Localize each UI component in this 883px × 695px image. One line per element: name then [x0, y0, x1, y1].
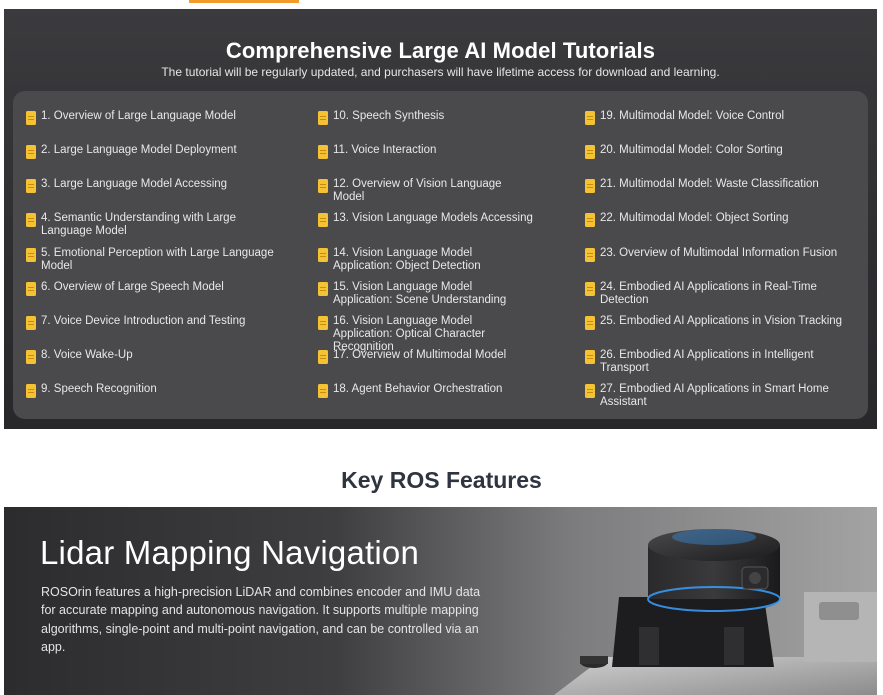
tutorial-item-label: 9. Speech Recognition	[41, 383, 157, 395]
tutorial-list-item: 5. Emotional Perception with Large Langu…	[26, 247, 286, 273]
tutorial-list-item: 10. Speech Synthesis	[318, 110, 533, 125]
document-icon	[585, 145, 595, 159]
tutorial-item-label: 11. Voice Interaction	[333, 144, 437, 156]
banner-title: Lidar Mapping Navigation	[40, 534, 420, 571]
tutorial-item-label: 15. Vision Language Model Application: S…	[333, 281, 507, 306]
tutorial-item-label: 16. Vision Language Model Application: O…	[333, 315, 486, 353]
tutorial-list-item: 8. Voice Wake-Up	[26, 349, 286, 364]
document-icon	[585, 282, 595, 296]
tutorial-list-item: 11. Voice Interaction	[318, 144, 533, 159]
tutorial-list-item: 19. Multimodal Model: Voice Control	[585, 110, 845, 125]
tutorial-item-label: 21. Multimodal Model: Waste Classificati…	[600, 178, 819, 190]
document-icon	[26, 213, 36, 227]
tutorial-item-label: 27. Embodied AI Applications in Smart Ho…	[600, 383, 829, 408]
tutorial-list-item: 15. Vision Language Model Application: S…	[318, 281, 533, 307]
tutorial-list-item: 20. Multimodal Model: Color Sorting	[585, 144, 845, 159]
tutorial-item-label: 23. Overview of Multimodal Information F…	[600, 247, 838, 259]
document-icon	[585, 213, 595, 227]
document-icon	[318, 179, 328, 193]
tutorial-item-label: 8. Voice Wake-Up	[41, 349, 133, 361]
tutorial-list-item: 16. Vision Language Model Application: O…	[318, 315, 533, 354]
tutorial-list-item: 9. Speech Recognition	[26, 383, 286, 398]
tutorial-item-label: 22. Multimodal Model: Object Sorting	[600, 212, 789, 224]
document-icon	[26, 384, 36, 398]
tutorial-list-item: 23. Overview of Multimodal Information F…	[585, 247, 845, 262]
document-icon	[318, 111, 328, 125]
tutorial-item-label: 13. Vision Language Models Accessing	[333, 212, 533, 224]
tutorial-list: 1. Overview of Large Language Model 2. La…	[13, 91, 868, 419]
tutorials-subtitle: The tutorial will be regularly updated, …	[161, 65, 720, 79]
document-icon	[26, 316, 36, 330]
tutorial-list-item: 21. Multimodal Model: Waste Classificati…	[585, 178, 845, 193]
key-ros-features-heading: Key ROS Features	[341, 467, 542, 493]
tutorial-item-label: 25. Embodied AI Applications in Vision T…	[600, 315, 843, 327]
document-icon	[585, 111, 595, 125]
tutorials-panel: Comprehensive Large AI Model Tutorials T…	[4, 9, 877, 429]
lidar-sensor-image	[554, 529, 877, 695]
document-icon	[26, 145, 36, 159]
lidar-feature-banner: Lidar Mapping Navigation ROSOrin feature…	[4, 507, 877, 695]
tutorial-item-label: 7. Voice Device Introduction and Testing	[41, 315, 246, 327]
document-icon	[585, 384, 595, 398]
tutorial-list-item: 4. Semantic Understanding with Large Lan…	[26, 212, 286, 238]
tutorial-item-label: 20. Multimodal Model: Color Sorting	[600, 144, 783, 156]
tutorial-item-label: 18. Agent Behavior Orchestration	[333, 383, 503, 395]
tutorial-item-label: 2. Large Language Model Deployment	[41, 144, 237, 156]
tutorial-item-label: 4. Semantic Understanding with Large Lan…	[41, 212, 236, 237]
document-icon	[585, 316, 595, 330]
tutorial-list-item: 1. Overview of Large Language Model	[26, 110, 286, 125]
document-icon	[26, 282, 36, 296]
tutorial-item-label: 1. Overview of Large Language Model	[41, 110, 236, 122]
tutorial-list-item: 25. Embodied AI Applications in Vision T…	[585, 315, 845, 330]
banner-description: ROSOrin features a high-precision LiDAR …	[41, 585, 481, 655]
document-icon	[26, 248, 36, 262]
tutorial-list-item: 14. Vision Language Model Application: O…	[318, 247, 533, 273]
tutorial-item-label: 12. Overview of Vision Language Model	[333, 178, 502, 203]
document-icon	[318, 213, 328, 227]
document-icon	[26, 179, 36, 193]
tutorial-list-item: 3. Large Language Model Accessing	[26, 178, 286, 193]
tutorial-item-label: 26. Embodied AI Applications in Intellig…	[600, 349, 814, 374]
tutorial-list-item: 2. Large Language Model Deployment	[26, 144, 286, 159]
tutorial-list-item: 6. Overview of Large Speech Model	[26, 281, 286, 296]
tutorial-list-item: 12. Overview of Vision Language Model	[318, 178, 533, 204]
document-icon	[585, 248, 595, 262]
document-icon	[318, 145, 328, 159]
tutorial-list-item: 27. Embodied AI Applications in Smart Ho…	[585, 383, 845, 409]
tutorial-item-label: 3. Large Language Model Accessing	[41, 178, 228, 190]
document-icon	[585, 179, 595, 193]
tutorial-item-label: 24. Embodied AI Applications in Real-Tim…	[600, 281, 817, 306]
tutorial-item-label: 17. Overview of Multimodal Model	[333, 349, 507, 361]
tutorial-list-item: 18. Agent Behavior Orchestration	[318, 383, 533, 398]
document-icon	[318, 384, 328, 398]
document-icon	[26, 111, 36, 125]
tutorial-list-item: 26. Embodied AI Applications in Intellig…	[585, 349, 845, 375]
document-icon	[585, 350, 595, 364]
tutorial-item-label: 6. Overview of Large Speech Model	[41, 281, 224, 293]
document-icon	[318, 350, 328, 364]
top-orange-tab-indicator	[189, 0, 299, 3]
document-icon	[318, 316, 328, 330]
document-icon	[318, 248, 328, 262]
tutorial-list-item: 7. Voice Device Introduction and Testing	[26, 315, 286, 330]
tutorial-item-label: 19. Multimodal Model: Voice Control	[600, 110, 785, 122]
tutorial-list-item: 22. Multimodal Model: Object Sorting	[585, 212, 845, 227]
tutorial-list-item: 24. Embodied AI Applications in Real-Tim…	[585, 281, 845, 307]
document-icon	[318, 282, 328, 296]
document-icon	[26, 350, 36, 364]
tutorial-item-label: 5. Emotional Perception with Large Langu…	[41, 247, 274, 272]
tutorial-list-item: 13. Vision Language Models Accessing	[318, 212, 533, 227]
tutorial-list-item: 17. Overview of Multimodal Model	[318, 349, 533, 364]
tutorials-title: Comprehensive Large AI Model Tutorials	[225, 38, 656, 63]
tutorial-item-label: 14. Vision Language Model Application: O…	[333, 247, 481, 272]
tutorial-item-label: 10. Speech Synthesis	[333, 110, 445, 122]
